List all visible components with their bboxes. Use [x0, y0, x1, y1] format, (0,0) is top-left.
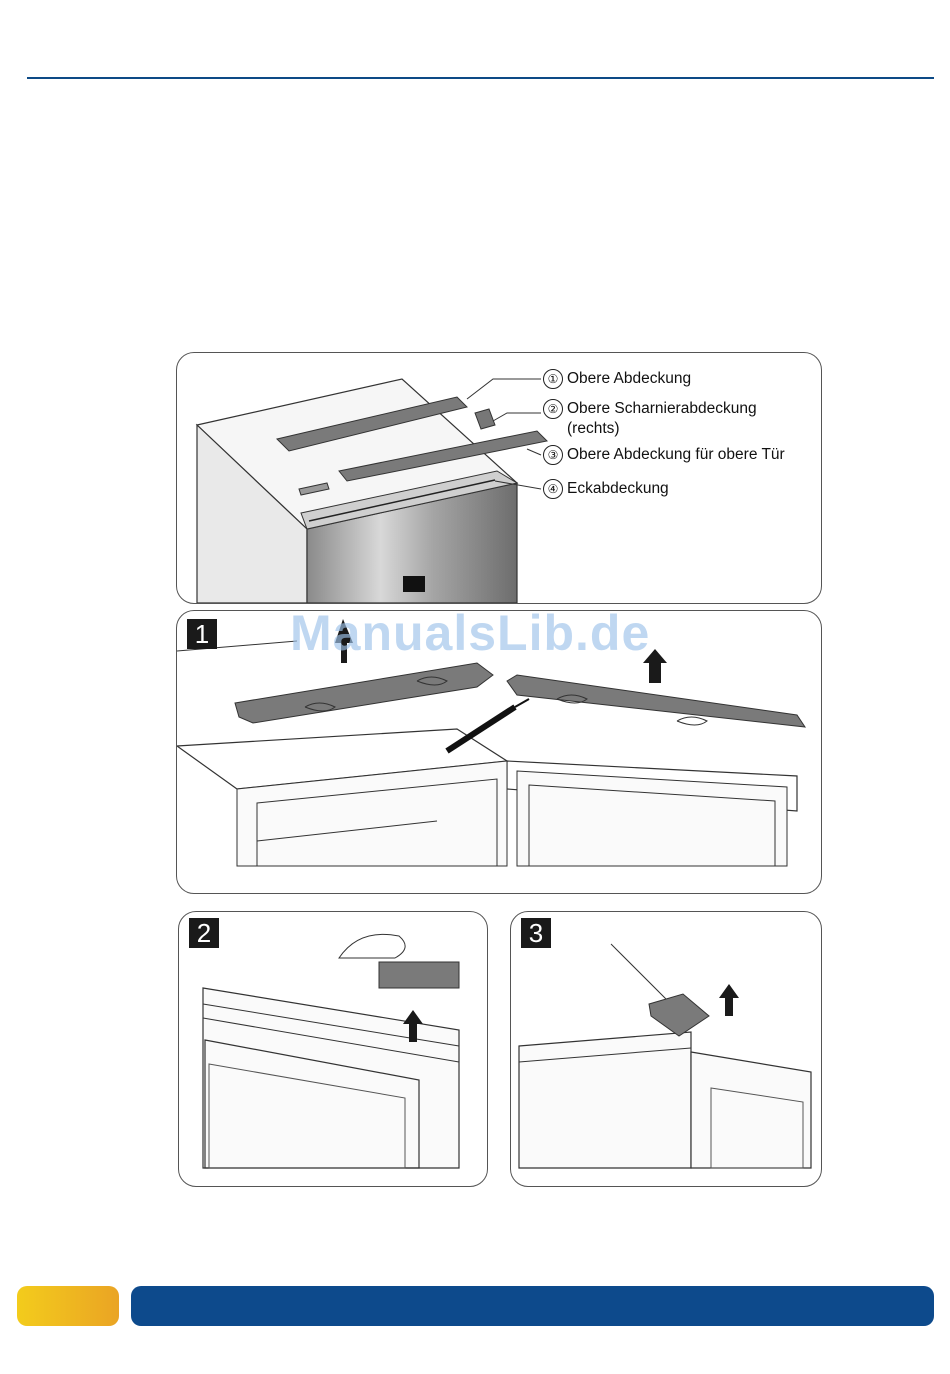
step-1-badge: 1	[187, 619, 217, 649]
callout-label: Obere Abdeckung für obere Tür	[567, 446, 785, 463]
callout-number: ②	[543, 399, 563, 419]
callout-label-line2: (rechts)	[567, 420, 620, 437]
header-rule	[27, 77, 934, 79]
remove-corner-cover-illustration	[511, 912, 821, 1186]
callout-label: Obere Abdeckung	[567, 370, 691, 387]
watermark: ManualsLib.de	[290, 604, 650, 662]
callout-label: Eckabdeckung	[567, 480, 669, 497]
callout-number: ③	[543, 445, 563, 465]
remove-hinge-cover-illustration	[179, 912, 487, 1186]
footer-bar	[131, 1286, 934, 1326]
fridge-top-exploded-illustration	[177, 353, 821, 603]
step-2-badge: 2	[189, 918, 219, 948]
step-3-badge: 3	[521, 918, 551, 948]
callout-number: ④	[543, 479, 563, 499]
step-2-diagram: 2	[178, 911, 488, 1187]
callout-label: Obere Scharnierabdeckung	[567, 400, 757, 417]
footer-page-tab	[17, 1286, 119, 1326]
callout-number: ①	[543, 369, 563, 389]
step-3-diagram: 3	[510, 911, 822, 1187]
